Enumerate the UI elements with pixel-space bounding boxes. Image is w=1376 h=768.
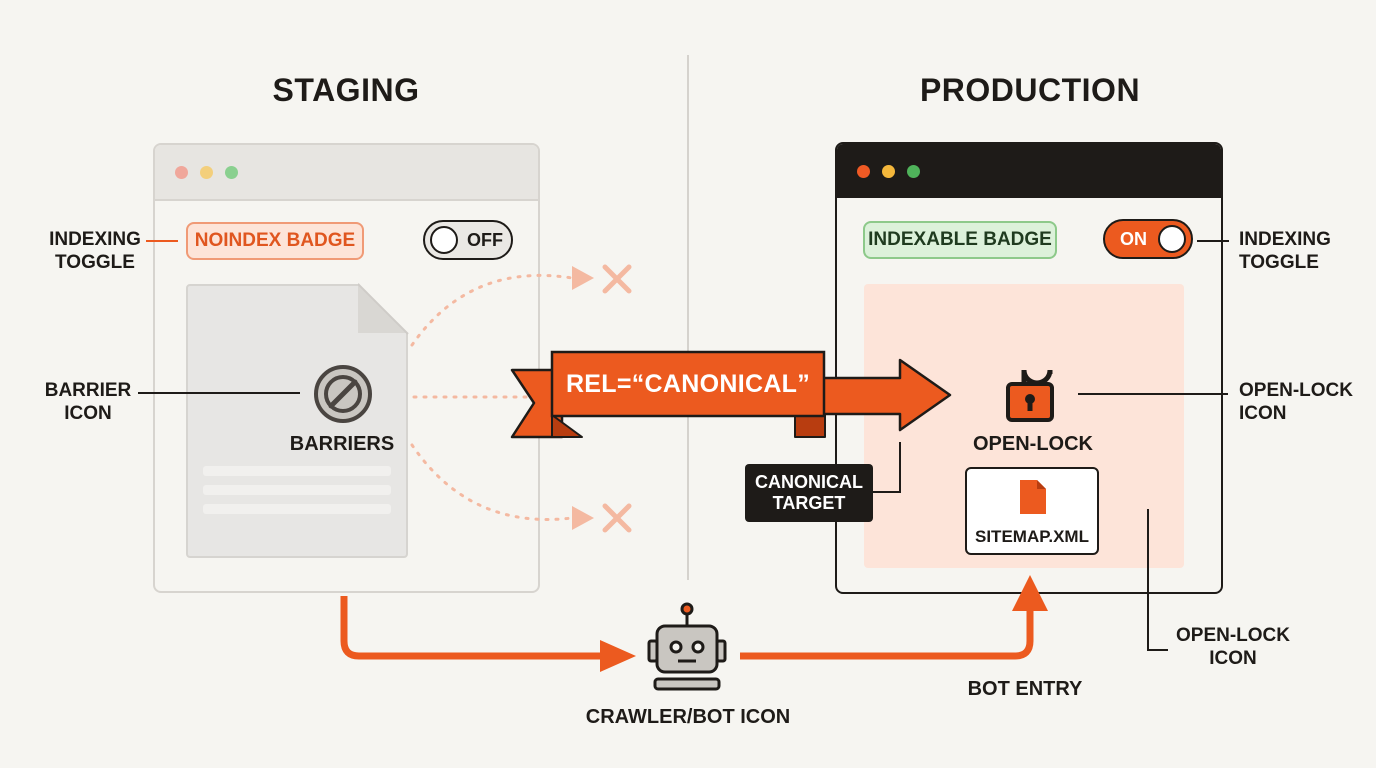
- open-lock-text: OPEN-LOCK: [973, 433, 1093, 455]
- doc-line-1: [203, 466, 391, 476]
- barrier-icon-label: BARRIER ICON: [38, 379, 138, 425]
- production-toggle-label-line2: TOGGLE: [1239, 252, 1319, 273]
- staging-toggle-label: INDEXING TOGGLE: [40, 228, 150, 274]
- close-dot: [857, 165, 870, 178]
- production-toggle-label: INDEXING TOGGLE: [1239, 228, 1349, 274]
- noindex-badge: NOINDEX BADGE: [186, 222, 364, 260]
- staging-toggle-label-line2: TOGGLE: [55, 252, 135, 273]
- blocked-x-icon: [602, 264, 632, 294]
- close-dot: [175, 166, 188, 179]
- document-corner-fold: [358, 283, 409, 335]
- sitemap-card: SITEMAP.XML: [965, 467, 1099, 555]
- sitemap-filename: SITEMAP.XML: [975, 527, 1089, 546]
- staging-heading: STAGING: [272, 72, 420, 108]
- toggle-state-off: OFF: [467, 230, 503, 250]
- canonical-target-line1: CANONICAL: [755, 472, 863, 492]
- toggle-knob: [430, 225, 458, 254]
- staging-toggle-leader: [146, 240, 178, 242]
- production-titlebar: [837, 144, 1221, 198]
- canonical-ribbon-text: REL=“CANONICAL”: [565, 370, 811, 398]
- arrow-icon: [600, 640, 636, 672]
- minimize-dot: [200, 166, 213, 179]
- barrier-leader: [138, 392, 300, 394]
- open-lock-icon: [1006, 369, 1054, 422]
- doc-line-2: [203, 485, 391, 495]
- open-lock-icon-label-line2: ICON: [1239, 403, 1287, 424]
- staging-indexing-toggle[interactable]: OFF: [423, 220, 513, 260]
- open-lock-bottom-label-line1: OPEN-LOCK: [1176, 625, 1290, 646]
- maximize-dot: [225, 166, 238, 179]
- maximize-dot: [907, 165, 920, 178]
- minimize-dot: [882, 165, 895, 178]
- bot-entry-label: BOT ENTRY: [967, 678, 1083, 700]
- file-icon: [1020, 480, 1046, 514]
- crawler-bot-label: CRAWLER/BOT ICON: [585, 706, 791, 728]
- doc-line-3: [203, 504, 391, 514]
- indexable-badge: INDEXABLE BADGE: [863, 221, 1057, 259]
- production-toggle-leader: [1197, 240, 1229, 242]
- open-lock-bottom-label: OPEN-LOCK ICON: [1168, 624, 1298, 670]
- open-lock-leader: [1078, 393, 1228, 395]
- open-lock-icon-label-line1: OPEN-LOCK: [1239, 380, 1353, 401]
- canonical-target-tag: CANONICAL TARGET: [745, 464, 873, 522]
- arrow-icon: [1012, 575, 1048, 611]
- production-indexing-toggle[interactable]: ON: [1103, 219, 1193, 259]
- toggle-state-on: ON: [1120, 229, 1147, 249]
- production-toggle-label-line1: INDEXING: [1239, 229, 1331, 250]
- staging-toggle-label-line1: INDEXING: [49, 229, 141, 250]
- center-divider: [687, 55, 689, 580]
- production-heading: PRODUCTION: [919, 72, 1141, 108]
- canonical-target-line2: TARGET: [772, 493, 846, 513]
- staging-window: [153, 143, 540, 593]
- canonical-target-leader: [872, 442, 901, 493]
- barrier-icon-label-line2: ICON: [64, 403, 112, 424]
- open-lock-bottom-leader: [1147, 509, 1168, 651]
- barrier-icon-label-line1: BARRIER: [44, 380, 132, 401]
- robot-icon: [647, 602, 727, 691]
- blocked-x-icon: [602, 503, 632, 533]
- no-entry-icon: [314, 365, 372, 423]
- staging-titlebar: [155, 145, 538, 201]
- open-lock-bottom-label-line2: ICON: [1209, 648, 1257, 669]
- toggle-knob: [1158, 224, 1186, 253]
- barriers-text: BARRIERS: [289, 433, 395, 455]
- open-lock-icon-label: OPEN-LOCK ICON: [1239, 379, 1369, 425]
